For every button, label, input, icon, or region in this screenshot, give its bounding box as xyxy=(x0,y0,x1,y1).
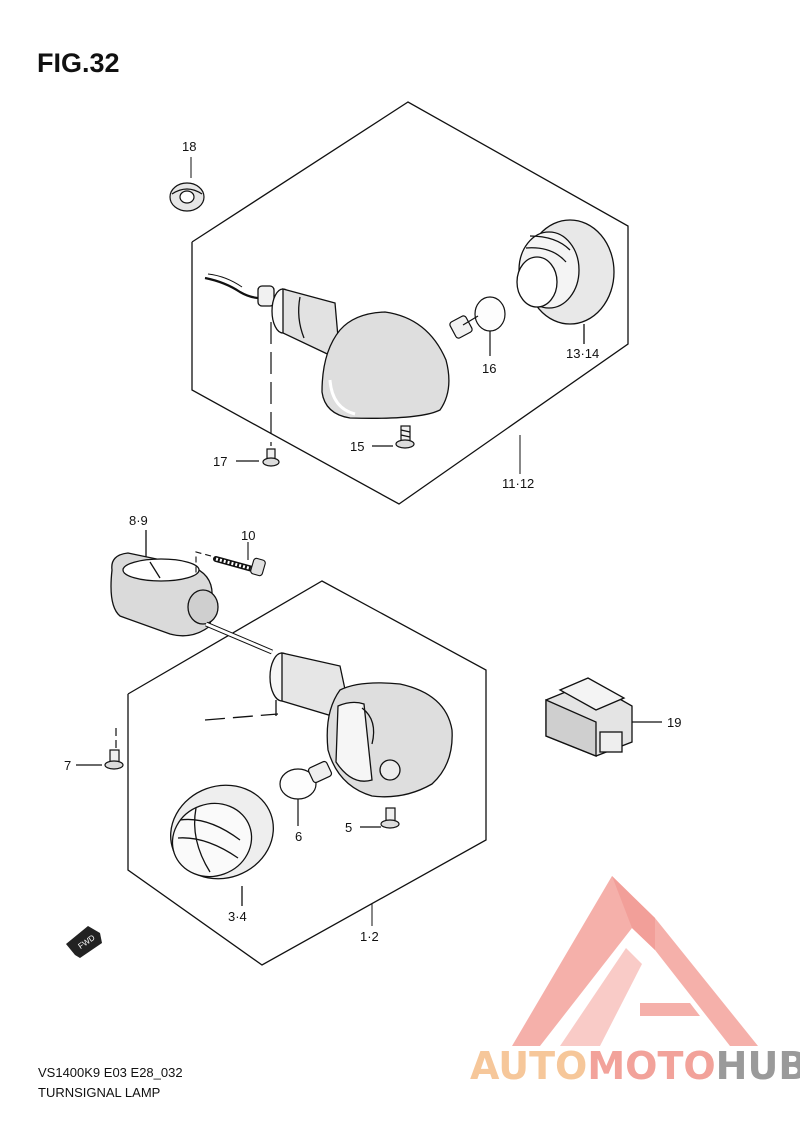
screw-icon xyxy=(236,322,280,467)
callout-6: 6 xyxy=(295,829,303,844)
callout-10: 10 xyxy=(241,528,256,543)
section-name: TURNSIGNAL LAMP xyxy=(38,1085,161,1100)
forward-direction-arrow-icon: FWD xyxy=(66,926,102,958)
callout-8-9: 8·9 xyxy=(129,513,148,528)
watermark-logo-icon xyxy=(512,876,758,1046)
screw-icon xyxy=(360,807,400,829)
lower-assembly-boundary xyxy=(127,580,487,966)
bolt-icon xyxy=(195,542,266,577)
callout-11-12: 11·12 xyxy=(502,476,535,491)
callout-13-14: 13·14 xyxy=(566,346,600,361)
model-code: VS1400K9 E03 E28_032 xyxy=(38,1065,183,1080)
callout-16: 16 xyxy=(482,361,497,376)
callout-18: 18 xyxy=(182,139,197,154)
callout-15: 15 xyxy=(350,439,365,454)
callout-5: 5 xyxy=(345,820,353,835)
watermark-text: AUTOMOTOHUB xyxy=(470,1044,800,1088)
grommet-icon xyxy=(169,182,205,212)
watermark-auto: AUTO xyxy=(470,1044,588,1088)
mounting-bracket-icon xyxy=(110,530,219,637)
lens-icon xyxy=(170,784,274,906)
lower-turnsignal-housing-icon xyxy=(204,652,453,798)
screw-icon xyxy=(372,425,415,449)
callout-7: 7 xyxy=(64,758,72,773)
bulb-icon xyxy=(449,296,506,356)
callout-17: 17 xyxy=(213,454,228,469)
callout-19: 19 xyxy=(667,715,682,730)
figure-title: FIG.32 xyxy=(37,48,120,78)
relay-icon xyxy=(545,677,662,757)
upper-turnsignal-housing-icon xyxy=(204,273,450,419)
watermark-hub: HUB xyxy=(715,1044,800,1088)
watermark-moto: MOTO xyxy=(587,1044,716,1088)
callout-1-2: 1·2 xyxy=(360,929,379,944)
screw-icon xyxy=(76,728,124,770)
upper-assembly-boundary xyxy=(191,101,629,505)
bulb-icon xyxy=(279,760,333,826)
lens-icon xyxy=(516,219,615,344)
callout-3-4: 3·4 xyxy=(228,909,247,924)
